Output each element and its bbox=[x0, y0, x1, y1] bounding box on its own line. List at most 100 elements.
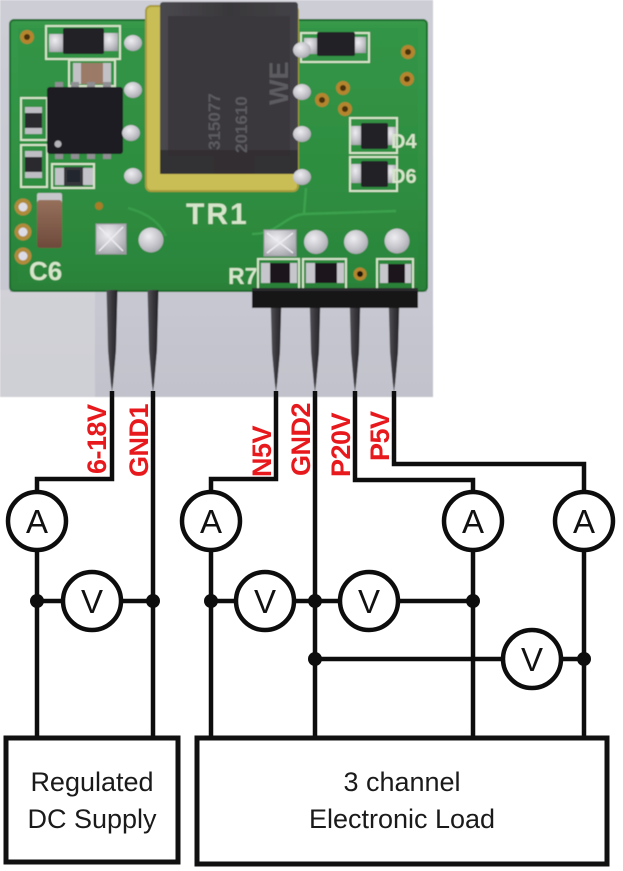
ammeter-1: A bbox=[5, 489, 69, 553]
photo-light-patch bbox=[0, 290, 95, 397]
ic-pin bbox=[103, 153, 111, 159]
solder-pad bbox=[73, 63, 81, 84]
resistor-body bbox=[388, 264, 405, 283]
wires bbox=[34, 391, 587, 740]
solder-pad bbox=[49, 34, 64, 52]
wire-n5v-to-ammeter bbox=[208, 391, 279, 493]
ic-pin bbox=[87, 153, 95, 159]
resistor-body bbox=[270, 263, 290, 283]
ic-pin bbox=[103, 82, 111, 88]
ic-pin bbox=[71, 153, 79, 159]
transformer-code-2: 201610 bbox=[232, 96, 251, 153]
pin-header bbox=[252, 288, 418, 308]
ic-pin1-dot bbox=[54, 140, 62, 148]
via-hole bbox=[340, 85, 346, 91]
small-component-mid bbox=[55, 167, 93, 186]
pin-label-n5v: N5V bbox=[247, 425, 277, 477]
supply-box-line2: DC Supply bbox=[27, 804, 157, 834]
silkscreen-box bbox=[349, 156, 398, 192]
pcb-photo: 315077 201610 WE bbox=[0, 0, 433, 397]
silkscreen-label-d4: D4 bbox=[391, 131, 417, 153]
solder-shine bbox=[266, 232, 294, 254]
voltmeter-letter: V bbox=[521, 641, 543, 678]
solder-joint bbox=[384, 228, 410, 254]
solder-pad bbox=[337, 263, 344, 283]
solder-shine bbox=[98, 226, 124, 252]
voltmeter-4: V bbox=[500, 627, 564, 691]
solder-pad bbox=[405, 264, 411, 283]
smd-capacitor bbox=[73, 63, 111, 84]
junction-dot bbox=[30, 594, 44, 608]
ammeter-letter: A bbox=[200, 503, 222, 540]
pin-label-gnd2: GND2 bbox=[286, 403, 316, 476]
ic-pin bbox=[87, 82, 95, 88]
load-box-line1: 3 channel bbox=[343, 767, 460, 797]
solder-joint bbox=[304, 230, 328, 254]
junction-dots bbox=[30, 594, 591, 666]
solder-pad bbox=[380, 264, 388, 283]
transformer-pad bbox=[122, 125, 140, 141]
solder-pad bbox=[261, 263, 270, 283]
solder-pad bbox=[353, 37, 366, 53]
pin-label-p20v: P20V bbox=[326, 412, 356, 477]
ammeter-letter: A bbox=[573, 503, 595, 540]
load-box: 3 channel Electronic Load bbox=[194, 735, 610, 867]
hole-center bbox=[18, 202, 28, 212]
solder-joint bbox=[138, 227, 164, 253]
diode-body bbox=[317, 32, 355, 56]
small-component-left-1 bbox=[25, 107, 42, 134]
diode-body bbox=[361, 161, 388, 187]
diode-body bbox=[63, 28, 104, 54]
transformer-winding bbox=[160, 150, 298, 174]
ic-chip bbox=[47, 82, 123, 159]
silkscreen-label-tr1: TR1 bbox=[186, 198, 249, 231]
ammeter-3: A bbox=[441, 489, 505, 553]
copper-trace bbox=[127, 206, 168, 237]
junction-dot bbox=[466, 594, 480, 608]
wire-p5v-to-ammeter bbox=[391, 391, 587, 493]
transformer-pad bbox=[124, 35, 142, 51]
transformer-pad bbox=[293, 42, 311, 58]
transformer-pad bbox=[293, 126, 311, 142]
capacitor-c6 bbox=[37, 193, 62, 248]
ammeter-letter: A bbox=[26, 503, 48, 540]
via bbox=[95, 202, 103, 210]
ic-pin bbox=[55, 153, 63, 159]
small-component-left-2 bbox=[25, 151, 42, 178]
pin-label-p5v: P5V bbox=[365, 411, 395, 461]
junction-dot bbox=[204, 594, 218, 608]
pin-label-6-18v: 6-18V bbox=[82, 404, 112, 474]
transformer: 315077 201610 WE bbox=[122, 2, 311, 192]
junction-dot bbox=[308, 652, 322, 666]
diode-body bbox=[361, 123, 388, 149]
transformer-logo: WE bbox=[264, 62, 294, 106]
component-body bbox=[25, 151, 42, 178]
solder-pad bbox=[25, 107, 42, 113]
transformer-code-1: 315077 bbox=[205, 93, 224, 150]
solder-pad bbox=[387, 127, 396, 145]
pin-p5v bbox=[388, 296, 400, 392]
ic-pin bbox=[71, 82, 79, 88]
pin-gnd2 bbox=[309, 296, 321, 392]
via-hole bbox=[405, 49, 411, 55]
component-body bbox=[25, 107, 42, 134]
smd-diode-top-right bbox=[304, 32, 366, 56]
hole-center bbox=[18, 227, 28, 237]
solder-pad bbox=[351, 126, 362, 145]
wire-p20v-to-ammeter bbox=[352, 391, 476, 493]
via-hole bbox=[24, 34, 30, 40]
solder-pad bbox=[55, 168, 65, 185]
voltmeter-circle bbox=[500, 627, 564, 691]
voltmeter-circle bbox=[337, 569, 401, 633]
ic-pin bbox=[55, 82, 63, 88]
ammeter-4: A bbox=[552, 489, 616, 553]
silkscreen-box bbox=[20, 144, 48, 188]
hole-center bbox=[18, 251, 28, 261]
junction-dot bbox=[577, 652, 591, 666]
transformer-pad bbox=[124, 168, 142, 184]
via-hole bbox=[319, 97, 325, 103]
solder-pad bbox=[103, 33, 118, 51]
ammeter-circle bbox=[441, 489, 505, 553]
